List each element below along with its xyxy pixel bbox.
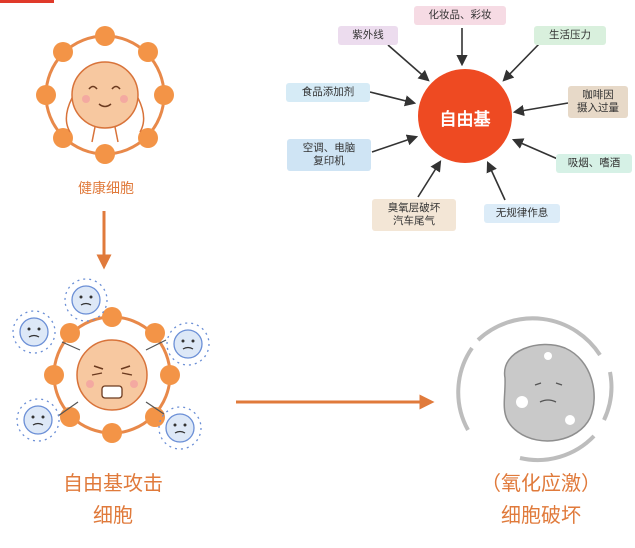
healthy-cell-label: 健康细胞 [78,181,134,197]
attack-caption-line1: 自由基攻击 [63,471,163,495]
source-tag-appliances: 空调、电脑 复印机 [287,139,371,171]
damage-caption-line2: 细胞破坏 [501,503,581,527]
source-tag-ozone: 臭氧层破坏 汽车尾气 [372,199,456,231]
center-label: 自由基 [439,110,491,130]
source-tag-irregular: 无规律作息 [484,204,560,223]
top-accent-bar [0,0,54,3]
radical-particle [64,278,108,322]
source-tag-additives: 食品添加剂 [286,83,370,102]
radical-particle [166,322,210,366]
radical-particle [158,406,202,450]
attacked-cell [44,307,180,443]
source-tag-smoking: 吸烟、嗜酒 [556,154,632,173]
free-radical-particles [12,278,210,450]
destroyed-cell [456,316,614,462]
radical-particle [12,310,56,354]
source-tag-cosmetics: 化妆品、彩妆 [414,6,506,25]
attack-caption: 自由基攻击 细胞 [38,470,188,528]
damage-caption: （氧化应激） 细胞破坏 [466,470,616,528]
source-tag-uv: 紫外线 [338,26,398,45]
radical-hub [418,69,512,163]
attack-caption-line2: 细胞 [93,503,133,527]
source-tag-caffeine: 咖啡因 摄入过量 [568,86,628,118]
radical-particle [16,398,60,442]
source-tag-stress: 生活压力 [534,26,606,45]
source-arrows [369,28,569,201]
damage-caption-line1: （氧化应激） [481,471,601,495]
healthy-cell [36,26,174,164]
